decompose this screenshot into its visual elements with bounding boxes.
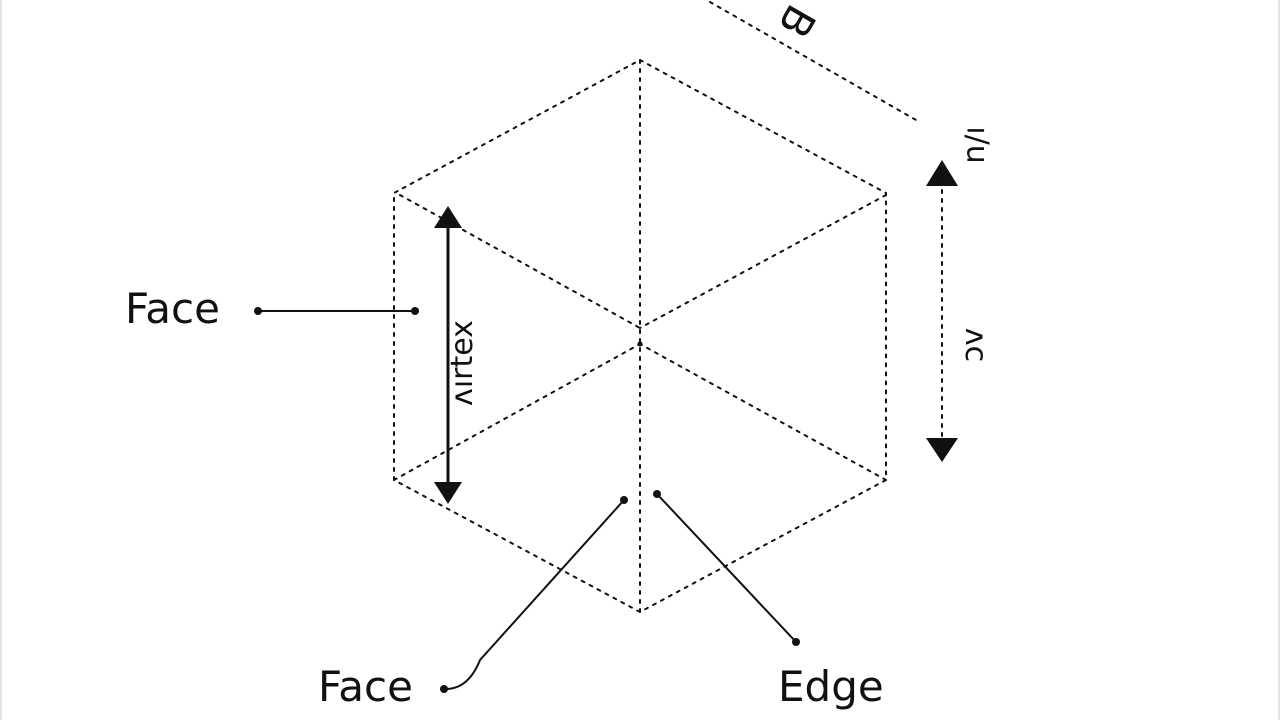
leader-dot [254,307,262,315]
leader-dot [792,638,800,646]
leader-edge-bottom [656,493,797,643]
diagonal-upper-right [639,194,887,329]
leader-face-bottom [443,499,625,691]
right-dimension-label: ʌc [958,327,994,363]
leader-dot [620,496,628,504]
height-arrow [434,206,462,504]
face-label-left: Face [125,284,220,333]
edge-label-bottom: Edge [778,662,884,711]
right-arrowhead-down [926,438,958,462]
right-arrowhead-up [926,160,958,186]
leader-dot [653,490,661,498]
diagonal-upper-left [399,194,641,329]
diagonal-lower-left [393,343,641,481]
diagonal-lower-right [639,343,887,481]
leader-dot [411,307,419,315]
top-right-mark: ı/u [959,126,995,164]
vertex-label: ʌırtex [444,320,480,406]
center-point [637,341,643,347]
left-frame-edge [0,0,2,720]
leader-dot [440,685,448,693]
top-dimension-line [709,1,917,121]
right-frame-edge [1278,0,1280,720]
face-label-bottom: Face [318,662,413,711]
